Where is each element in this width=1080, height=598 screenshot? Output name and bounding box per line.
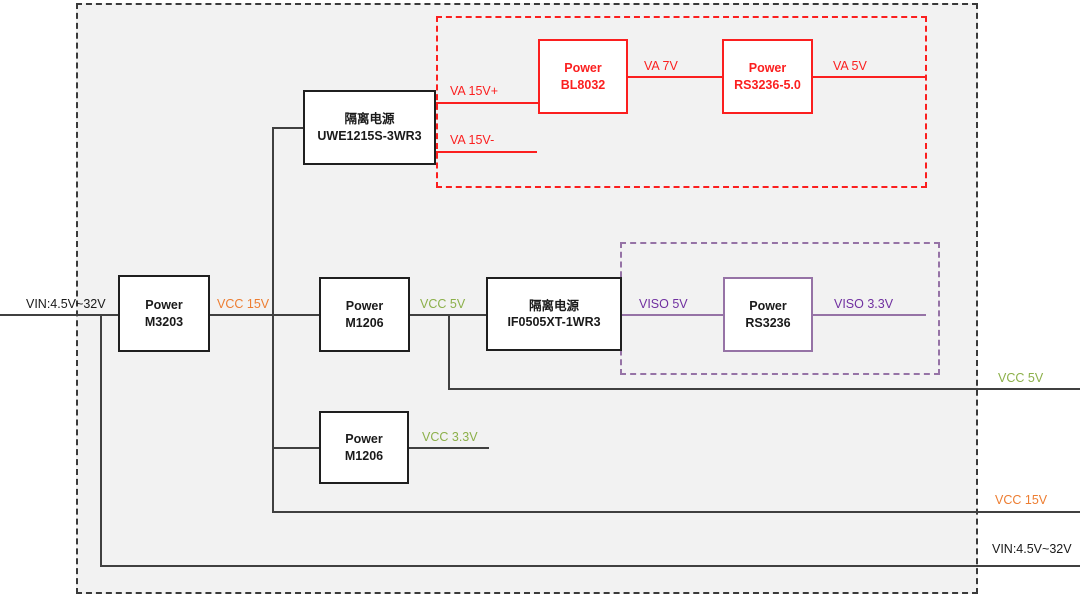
wire-vin-drop (100, 314, 102, 567)
net-label-vin-out: VIN:4.5V~32V (992, 542, 1072, 556)
net-label-viso33: VISO 3.3V (834, 297, 894, 311)
net-label-vcc5-out: VCC 5V (998, 371, 1044, 385)
net-label-vcc33: VCC 3.3V (422, 430, 478, 444)
block-power-m1206-5v: Power M1206 (319, 277, 410, 352)
wire-vcc15-m3203-m1206 (209, 314, 320, 316)
wire-viso5 (621, 314, 724, 316)
block-label: Power (345, 432, 383, 447)
block-power-bl8032: Power BL8032 (538, 39, 628, 114)
wire-viso33 (813, 314, 926, 316)
block-label: M1206 (345, 315, 384, 330)
wire-vin-output (100, 565, 1080, 567)
wire-vcc15-output (273, 511, 1080, 513)
block-label: 隔离电源 (528, 298, 579, 313)
block-label: RS3236-5.0 (734, 77, 801, 92)
net-label-va15-plus: VA 15V+ (450, 84, 499, 98)
net-label-viso5: VISO 5V (639, 297, 688, 311)
block-label: IF0505XT-1WR3 (507, 315, 601, 329)
wire-va15-minus (436, 151, 537, 153)
block-power-rs3236: Power RS3236 (723, 277, 813, 352)
wire-vcc5-output (448, 388, 1080, 390)
wire-vcc5-drop (448, 314, 450, 390)
net-label-va7: VA 7V (644, 59, 678, 73)
wire-vin-input (0, 314, 118, 316)
block-power-rs3236-5v: Power RS3236-5.0 (722, 39, 813, 114)
wire-va15-plus (436, 102, 539, 104)
wire-va7 (628, 76, 723, 78)
block-label: Power (564, 61, 602, 76)
wire-bus-to-m1206b (273, 447, 320, 449)
block-label: BL8032 (560, 77, 606, 92)
wire-vcc15-bus (272, 127, 274, 513)
block-label: Power (749, 299, 787, 314)
net-label-vcc15-out: VCC 15V (995, 493, 1048, 507)
wire-bus-to-uwe (273, 127, 304, 129)
net-label-vcc5-mid: VCC 5V (420, 297, 466, 311)
block-label: M1206 (344, 448, 384, 463)
block-power-m3203: Power M3203 (118, 275, 210, 352)
net-label-va15-minus: VA 15V- (450, 133, 495, 147)
wire-va5 (813, 76, 926, 78)
block-label: 隔离电源 (344, 112, 395, 127)
net-label-va5: VA 5V (833, 59, 867, 73)
net-label-vin-input: VIN:4.5V~32V (26, 297, 106, 311)
block-label: Power (748, 61, 787, 76)
block-isolated-if0505xt: 隔离电源 IF0505XT-1WR3 (486, 277, 622, 351)
wire-vcc33-stub (409, 447, 489, 449)
block-label: Power (345, 299, 384, 314)
block-label: RS3236 (745, 315, 791, 330)
block-isolated-uwe1215s: 隔离电源 UWE1215S-3WR3 (303, 90, 436, 165)
net-label-vcc15-mid: VCC 15V (217, 297, 270, 311)
block-power-m1206-3v3: Power M1206 (319, 411, 409, 484)
block-label: Power (145, 298, 183, 313)
block-label: M3203 (144, 314, 184, 329)
block-label: UWE1215S-3WR3 (317, 128, 422, 143)
